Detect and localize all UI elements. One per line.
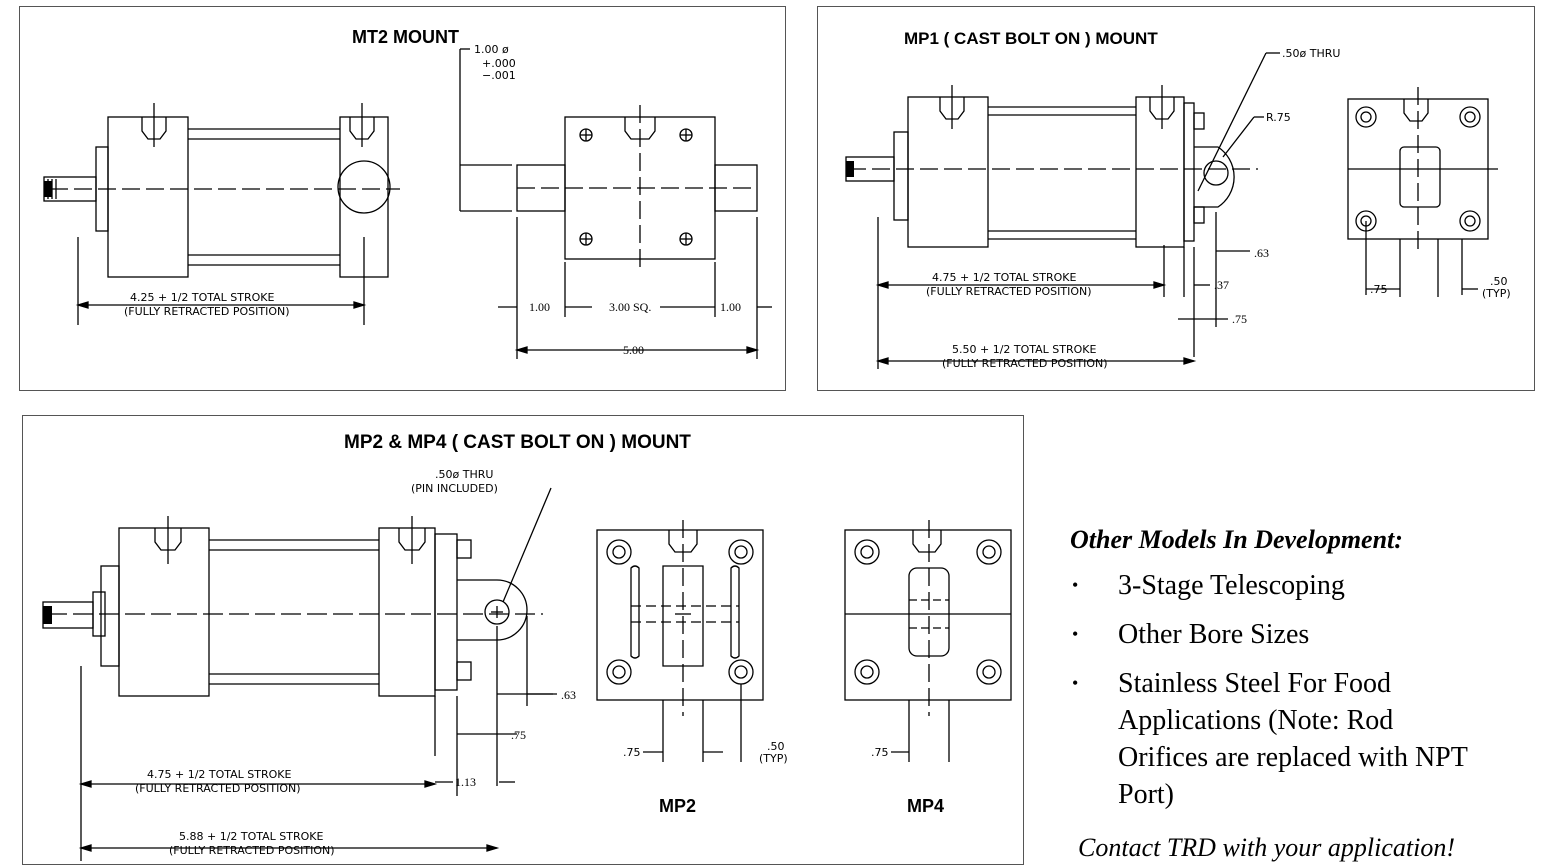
mp2-stroke1-main: 4.75 + 1/2 TOTAL STROKE	[147, 768, 292, 781]
mp2-clevis	[457, 579, 528, 641]
mt2-drawing: 4.25 + 1/2 TOTAL STROKE (FULLY RETRACTED…	[43, 43, 772, 359]
mp2-stroke1-sub: (FULLY RETRACTED POSITION)	[135, 782, 301, 795]
mt2-dim-right: 1.00	[720, 300, 741, 314]
mp1-title: MP1 ( CAST BOLT ON ) MOUNT	[904, 29, 1158, 48]
mt2-trunnion	[337, 160, 391, 214]
mp1-end-50: .50	[1490, 275, 1508, 288]
mp4-end-view	[844, 529, 1012, 701]
mt2-front-head	[107, 116, 189, 278]
contact-line: Contact TRD with your application!	[1078, 833, 1455, 862]
other-models-heading: Other Models In Development:	[1070, 525, 1403, 554]
list-item: • 3-Stage Telescoping	[1070, 567, 1540, 604]
mp2-dim-113: 1.13	[455, 775, 476, 789]
bullet-icon: •	[1072, 673, 1079, 693]
mp2-end-50: .50	[767, 740, 785, 753]
mt2-stroke-sub: (FULLY RETRACTED POSITION)	[124, 305, 290, 318]
bullet-icon: •	[1072, 575, 1079, 595]
mt2-stroke-main: 4.25 + 1/2 TOTAL STROKE	[130, 291, 275, 304]
mp2-stroke2-main: 5.88 + 1/2 TOTAL STROKE	[179, 830, 324, 843]
mp1-stroke1-sub: (FULLY RETRACTED POSITION)	[926, 285, 1092, 298]
mp1-stroke2-main: 5.50 + 1/2 TOTAL STROKE	[952, 343, 1097, 356]
mp2-mp4-title: MP2 & MP4 ( CAST BOLT ON ) MOUNT	[344, 432, 691, 453]
mp4-end-75: .75	[871, 746, 889, 759]
mp2-end-75: .75	[623, 746, 641, 759]
mp1-end-75: .75	[1370, 283, 1388, 296]
mp1-radius-label: R.75	[1266, 111, 1291, 124]
list-item: • Other Bore Sizes	[1070, 616, 1540, 653]
mp2-mp4-drawing: .50ø THRU (PIN INCLUDED) .63 .75 1.13 4.…	[42, 468, 1012, 861]
mt2-tol-minus: −.001	[482, 69, 516, 82]
list-item-text: 3-Stage Telescoping	[1118, 570, 1345, 601]
bullet-icon: •	[1072, 624, 1079, 644]
mp2-dim-63: .63	[561, 688, 576, 702]
mt2-mount-panel: MT2 MOUNT 4.25 + 1/2 TOTAL STROKE (FULLY…	[19, 6, 786, 391]
mp4-end-bolts	[854, 539, 1002, 685]
mp2-label: MP2	[659, 796, 696, 816]
mt2-dim-center: 3.00 SQ.	[609, 300, 651, 314]
list-item-text: Other Bore Sizes	[1118, 619, 1310, 650]
mp1-mount-panel: MP1 ( CAST BOLT ON ) MOUNT .50ø THRU R.7…	[817, 6, 1535, 391]
mp1-dim-63: .63	[1254, 246, 1269, 260]
mp2-front-head	[118, 527, 210, 697]
list-item: • Stainless Steel For Food Applications (…	[1070, 665, 1468, 813]
mp1-front-head	[907, 96, 989, 248]
mp2-mp4-mount-panel: MP2 & MP4 ( CAST BOLT ON ) MOUNT .50ø TH…	[22, 415, 1024, 865]
mp2-thru-label: .50ø THRU	[435, 468, 493, 481]
mp1-thru-label: .50ø THRU	[1282, 47, 1340, 60]
other-models-list: • 3-Stage Telescoping • Other Bore Sizes •…	[1070, 567, 1540, 813]
mp2-dim-75: .75	[511, 728, 526, 742]
mp1-stroke2-sub: (FULLY RETRACTED POSITION)	[942, 357, 1108, 370]
mp1-dim-75: .75	[1232, 312, 1247, 326]
mt2-bolt-holes	[579, 128, 693, 246]
mp2-rear-head	[378, 527, 436, 697]
mp2-stroke2-sub: (FULLY RETRACTED POSITION)	[169, 844, 335, 857]
mp1-drawing: .50ø THRU R.75 .63 .37 .75 4.75 + 1/2 TO…	[845, 47, 1511, 370]
mt2-dia-label: 1.00 ø	[474, 43, 509, 56]
mt2-tol-plus: +.000	[482, 57, 516, 70]
mp2-end-view	[596, 529, 764, 701]
mp1-dim-37: .37	[1214, 278, 1229, 292]
mp1-clevis	[1194, 146, 1235, 208]
list-item-text: Stainless Steel For Food Applications (N…	[1118, 668, 1468, 810]
mt2-dim-left: 1.00	[529, 300, 550, 314]
mp2-end-typ: (TYP)	[759, 752, 788, 765]
mt2-dim-total: 5.00	[623, 343, 644, 357]
mt2-title: MT2 MOUNT	[352, 27, 459, 47]
mp1-stroke1-main: 4.75 + 1/2 TOTAL STROKE	[932, 271, 1077, 284]
mp1-end-typ: (TYP)	[1482, 287, 1511, 300]
mp4-label: MP4	[907, 796, 944, 816]
other-models-section: Other Models In Development: • 3-Stage Te…	[1070, 525, 1540, 825]
mp2-pin-label: (PIN INCLUDED)	[411, 482, 498, 495]
